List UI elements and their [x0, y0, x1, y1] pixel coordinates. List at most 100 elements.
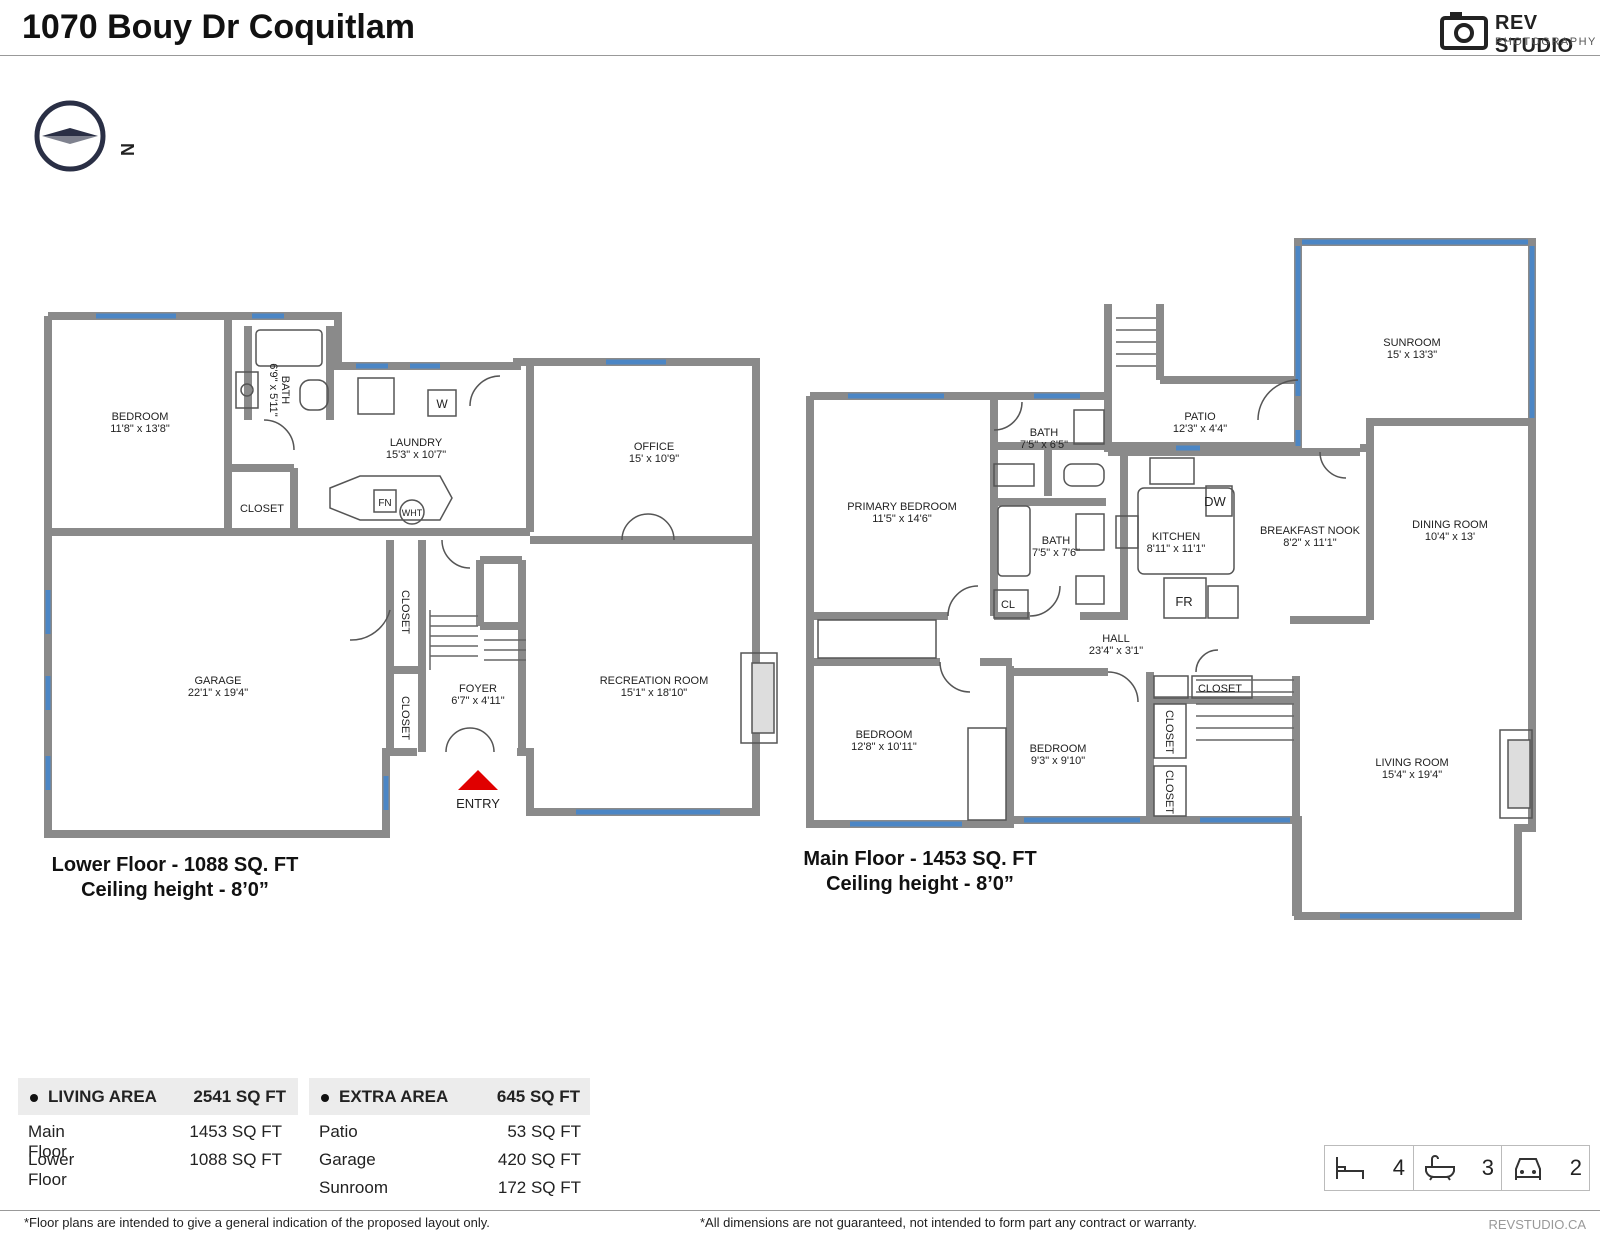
lower-floor-ceiling: Ceiling height - 8’0” [81, 879, 269, 901]
room-dims: 11'5" x 14'6" [872, 513, 932, 525]
room-dims: 15'1" x 18'10" [621, 687, 688, 699]
room-dims: 15' x 13'3" [1387, 349, 1437, 361]
extra-area-total: 645 SQ FT [496, 1087, 580, 1106]
room-dims: 8'11" x 11'1" [1147, 543, 1206, 555]
room-name: CLOSET [399, 696, 411, 740]
room-name: PRIMARY BEDROOM [847, 501, 957, 513]
room-name: SUNROOM [1383, 337, 1440, 349]
area-row-label: Main Floor [28, 1122, 67, 1161]
room-name: DINING ROOM [1412, 519, 1488, 531]
main-floor-caption: Main Floor - 1453 SQ. FT Ceiling height … [800, 847, 1040, 897]
bathrooms-count: 3 [1481, 1155, 1494, 1180]
room-dims: 22'1" x 19'4" [188, 687, 248, 699]
room-dims: 12'3" x 4'4" [1173, 423, 1227, 435]
rev-studio-logo: REV STUDIO PHOTOGRAPHY [1440, 10, 1595, 57]
room-dims: 7'5" x 7'6" [1032, 547, 1080, 559]
lower-floor-windows [45, 313, 720, 815]
garage-count: 2 [1569, 1155, 1582, 1180]
main-floor-title: Main Floor - 1453 SQ. FT [803, 848, 1037, 870]
dishwasher-label: DW [1204, 494, 1226, 509]
compass-north-label: N [117, 143, 137, 156]
room-dims: 8'2" x 11'1" [1283, 537, 1336, 549]
room-name: BATH [279, 376, 291, 405]
washer-label: W [436, 397, 448, 411]
compass-icon: N [34, 100, 137, 172]
area-row-value: 1453 SQ FT [189, 1122, 282, 1141]
room-dims: 15'3" x 10'7" [386, 449, 446, 461]
footnote-left: *Floor plans are intended to give a gene… [24, 1215, 490, 1230]
logo-brand: REV STUDIO [1495, 12, 1574, 57]
room-dims: 15' x 10'9" [629, 453, 679, 465]
room-dims: 7'5" x 6'5" [1020, 439, 1068, 451]
extra-area-label: EXTRA AREA [339, 1087, 449, 1106]
area-row-value: 420 SQ FT [497, 1150, 581, 1169]
footnote-right: *All dimensions are not guaranteed, not … [700, 1215, 1197, 1230]
room-name: HALL [1102, 633, 1130, 645]
bullet-icon [321, 1093, 329, 1102]
camera-icon [1440, 12, 1488, 50]
main-floor-windows [848, 239, 1535, 919]
room-name: OFFICE [634, 441, 674, 453]
closet-short-label: CL [1001, 599, 1015, 611]
bathtub-icon [1425, 1155, 1455, 1181]
room-dims: 23'4" x 3'1" [1089, 645, 1143, 657]
living-area-total: 2541 SQ FT [193, 1087, 286, 1106]
area-row-label: Sunroom [319, 1178, 388, 1197]
entry-label: ENTRY [456, 796, 500, 811]
room-name: CLOSET [240, 503, 284, 515]
room-name: BATH [1030, 427, 1059, 439]
lower-floor-walls [44, 312, 760, 838]
room-name: PATIO [1184, 411, 1216, 423]
site-url: REVSTUDIO.CA [1488, 1217, 1586, 1232]
room-name: LIVING ROOM [1375, 757, 1448, 769]
room-dims: 11'8" x 13'8" [110, 423, 170, 435]
fridge-label: FR [1175, 594, 1192, 609]
page-title: 1070 Bouy Dr Coquitlam [22, 8, 415, 46]
room-name: BATH [1042, 535, 1071, 547]
main-floor-ceiling: Ceiling height - 8’0” [826, 873, 1014, 895]
area-row-label: Patio [319, 1122, 358, 1141]
main-floor-labels: PRIMARY BEDROOM 11'5" x 14'6" BATH 7'5" … [847, 337, 1488, 814]
bedrooms-count: 4 [1392, 1155, 1405, 1180]
room-dims: 6'7" x 4'11" [451, 695, 504, 707]
room-name: CLOSET [399, 590, 411, 634]
car-icon [1515, 1158, 1541, 1180]
room-name: BEDROOM [112, 411, 169, 423]
garage-stat: 2 [1501, 1146, 1590, 1190]
room-name: LAUNDRY [390, 437, 443, 449]
bathrooms-stat: 3 [1413, 1146, 1502, 1190]
room-dims: 6'9" x 5'11" [267, 363, 279, 416]
footer-divider [0, 1210, 1600, 1211]
lower-floor-labels: BEDROOM 11'8" x 13'8" BATH 6'9" x 5'11" … [110, 363, 708, 811]
bullet-icon [30, 1093, 38, 1102]
property-stats: 4 3 2 [1324, 1145, 1590, 1191]
area-row-value: 53 SQ FT [507, 1122, 581, 1141]
room-name: GARAGE [194, 675, 241, 687]
living-area-header: LIVING AREA 2541 SQ FT [18, 1078, 298, 1115]
lower-floor-title: Lower Floor - 1088 SQ. FT [51, 854, 299, 876]
room-name: FOYER [459, 683, 497, 695]
room-dims: 10'4" x 13' [1425, 531, 1475, 543]
room-name: BREAKFAST NOOK [1260, 525, 1361, 537]
room-dims: 12'8" x 10'11" [851, 741, 917, 753]
room-name: KITCHEN [1152, 531, 1200, 543]
floor-plan: N [34, 100, 1536, 920]
area-row-label: Garage [319, 1150, 376, 1169]
room-name: BEDROOM [856, 729, 913, 741]
header-divider [0, 55, 1600, 56]
room-name: CLOSET [1163, 710, 1175, 754]
bed-icon [1336, 1157, 1364, 1179]
furnace-label: FN [378, 498, 391, 509]
area-row-value: 172 SQ FT [497, 1178, 581, 1197]
room-name: BEDROOM [1030, 743, 1087, 755]
logo-subtitle: PHOTOGRAPHY [1495, 36, 1597, 48]
lower-floor-fixtures [235, 329, 778, 753]
water-heater-label: WHT [402, 508, 423, 518]
room-name: CLOSET [1198, 683, 1242, 695]
bedrooms-stat: 4 [1325, 1146, 1413, 1190]
area-row-label: Lower Floor [28, 1150, 75, 1189]
room-dims: 9'3" x 9'10" [1031, 755, 1085, 767]
extra-area-header: EXTRA AREA 645 SQ FT [309, 1078, 590, 1115]
main-floor-fixtures [817, 317, 1533, 821]
room-name: CLOSET [1163, 770, 1175, 814]
